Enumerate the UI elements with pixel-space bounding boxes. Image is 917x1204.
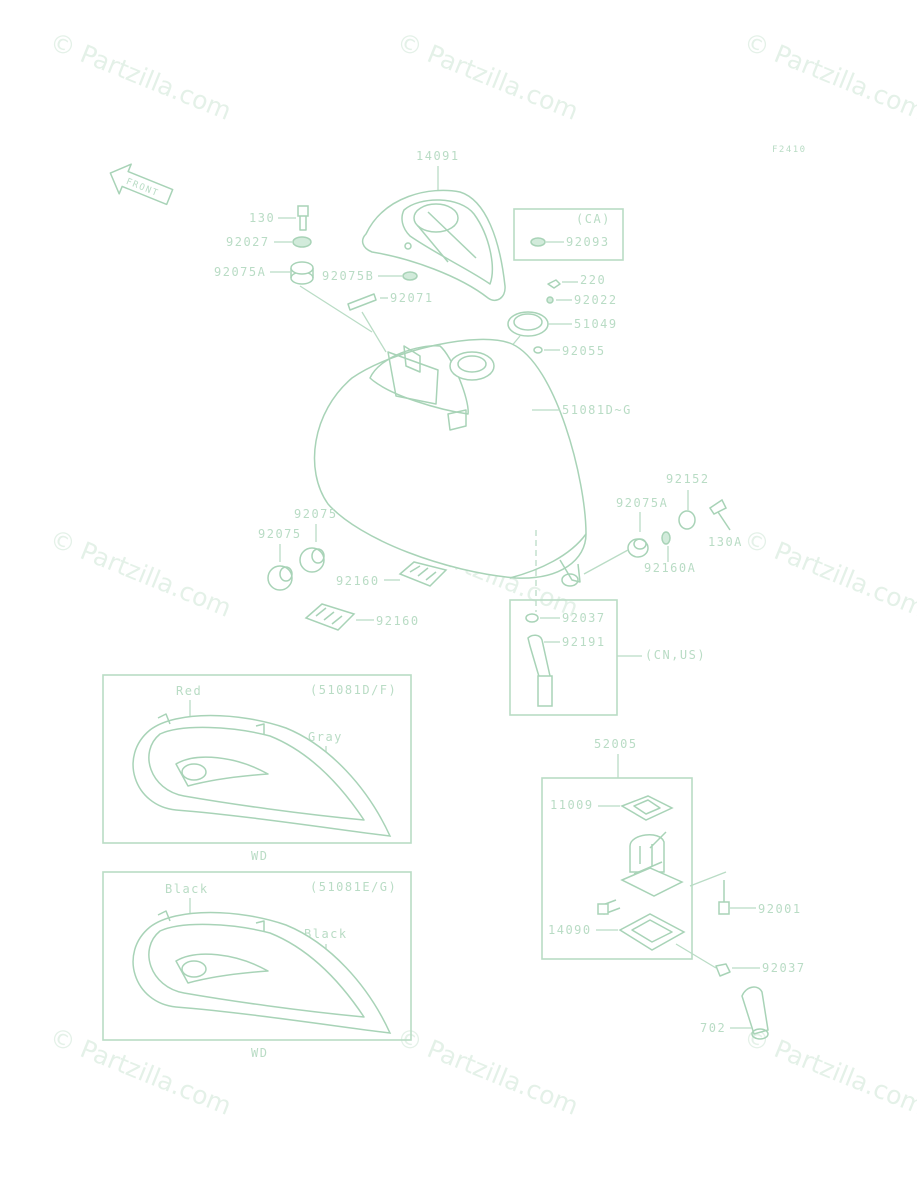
watermark: © Partzilla.com (393, 1022, 583, 1121)
part-label-92093: 92093 (566, 235, 610, 249)
variant-panel-1 (102, 674, 412, 844)
leader-line (689, 871, 727, 887)
ca-label: (CA) (576, 212, 611, 226)
rubber-92075A-right-part (627, 538, 649, 558)
gasket-51049-part (507, 311, 549, 337)
fuel-pump-part (597, 831, 684, 915)
leader-line (361, 311, 387, 353)
variant-1-caption: WD (251, 849, 268, 863)
variant-2-color-b: Black (304, 927, 348, 941)
clip-92071-part (347, 293, 377, 311)
part-label-92075A: 92075A (214, 265, 266, 279)
part-label-92001: 92001 (758, 902, 802, 916)
cnus-callout-box (509, 599, 618, 716)
damper-92075-b-part (267, 565, 293, 591)
part-label-92037-a: 92037 (562, 611, 606, 625)
damper-92075-a-part (299, 547, 325, 573)
rubber-92075A-part (290, 261, 314, 285)
ring-92055-part (533, 346, 543, 354)
variant-2-color-a: Black (165, 882, 209, 896)
part-label-220: 220 (580, 273, 606, 287)
collar-92160A-part (661, 531, 671, 545)
tank-side-view-1 (132, 713, 392, 837)
variant-1-color-b: Gray (308, 730, 343, 744)
tank-side-view-2 (132, 910, 392, 1034)
part-label-92075A-right: 92075A (616, 496, 668, 510)
gasket-11009-part (620, 795, 674, 821)
part-label-702: 702 (700, 1021, 726, 1035)
watermark: © Partzilla.com (46, 524, 236, 623)
leader-line (583, 549, 629, 575)
hose-92191-part (527, 634, 553, 707)
part-label-92071: 92071 (390, 291, 434, 305)
bracket-92152-part (678, 510, 696, 530)
figure-code: F2410 (772, 145, 807, 155)
part-label-14090: 14090 (548, 923, 592, 937)
bolt-130-part (297, 205, 309, 231)
bolt-130A-part (708, 498, 731, 531)
pump-assembly-box (541, 777, 693, 960)
part-label-52005: 52005 (594, 737, 638, 751)
clamp-92037-b-part (715, 963, 731, 977)
watermark: © Partzilla.com (740, 524, 917, 623)
part-label-92075-a: 92075 (294, 507, 338, 521)
variant-2-caption: WD (251, 1046, 268, 1060)
nut-92022-part (546, 296, 554, 304)
cnus-label: (CN,US) (645, 648, 706, 662)
watermark: © Partzilla.com (46, 1022, 236, 1121)
part-label-92152: 92152 (666, 472, 710, 486)
part-label-92160-b: 92160 (376, 614, 420, 628)
clamp-92037-a-part (525, 613, 539, 623)
part-label-92075B: 92075B (322, 269, 374, 283)
leader-line (299, 285, 373, 333)
part-label-130: 130 (249, 211, 275, 225)
part-label-51049: 51049 (574, 317, 618, 331)
part-label-92191: 92191 (562, 635, 606, 649)
pad-92160-a-part (398, 561, 448, 587)
watermark: © Partzilla.com (740, 27, 917, 126)
hose-702-part (741, 986, 769, 1040)
pump-base-14090-part (618, 913, 686, 951)
part-label-130A: 130A (708, 535, 743, 549)
tank-cover-part (361, 189, 506, 302)
variant-1-codes: (51081D/F) (310, 683, 397, 697)
part-label-92160-a: 92160 (336, 574, 380, 588)
bolt-92001-part (718, 880, 730, 915)
pad-92160-b-part (304, 603, 356, 631)
variant-1-color-a: Red (176, 684, 202, 698)
variant-panel-2 (102, 871, 412, 1041)
rubber-92075B-part (402, 271, 418, 281)
ca-callout-box (513, 208, 624, 261)
part-label-92160A: 92160A (644, 561, 696, 575)
plug-92093-part (530, 237, 546, 247)
fuel-tank-part (313, 338, 587, 587)
part-label-92022: 92022 (574, 293, 618, 307)
part-label-92075-b: 92075 (258, 527, 302, 541)
leader-line (675, 943, 717, 969)
part-label-11009: 11009 (550, 798, 594, 812)
part-label-92055: 92055 (562, 344, 606, 358)
part-label-51081: 51081D~G (562, 403, 632, 417)
variant-2-codes: (51081E/G) (310, 880, 397, 894)
screw-220-part (547, 279, 561, 289)
front-arrow-label: FRONT (124, 177, 160, 199)
watermark: © Partzilla.com (46, 27, 236, 126)
front-arrow-icon: FRONT (109, 163, 174, 206)
part-label-92037-b: 92037 (762, 961, 806, 975)
part-label-14091: 14091 (416, 149, 460, 163)
watermark: © Partzilla.com (393, 27, 583, 126)
washer-92027-part (292, 236, 312, 248)
part-label-92027: 92027 (226, 235, 270, 249)
